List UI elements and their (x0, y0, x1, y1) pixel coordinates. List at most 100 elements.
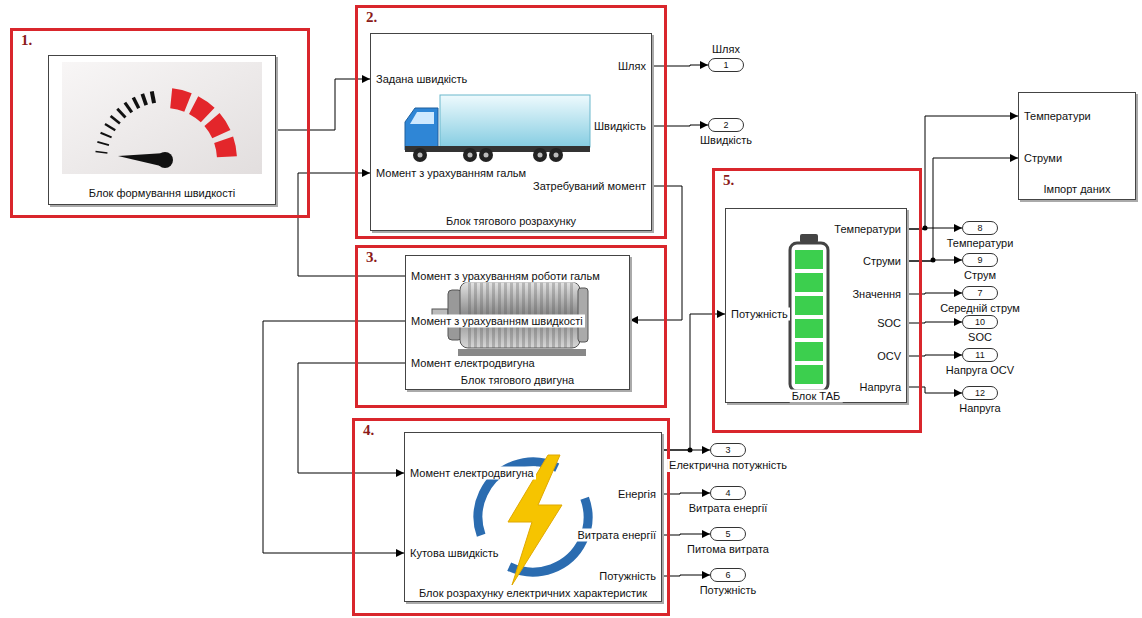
outport-oval: 5Питома витрата (710, 527, 746, 541)
port-label: Питома витрата (685, 543, 771, 556)
port-label: Напруга (957, 402, 1002, 415)
port-label: Швидкість (698, 134, 754, 147)
outport-oval: 1Шлях (708, 58, 744, 72)
port-number: 8 (977, 222, 982, 234)
port-number: 6 (725, 569, 730, 581)
callout-number: 4. (361, 422, 376, 439)
simulink-block: ТемпературиСтрумиІмпорт даних (1018, 92, 1136, 200)
port-number: 3 (725, 444, 730, 456)
callout-number: 3. (364, 249, 379, 266)
scale-tick (117, 109, 125, 118)
battery-cells (795, 250, 823, 384)
port-label: SOC (875, 317, 903, 330)
outport-oval: 12Напруга (962, 386, 998, 400)
outport-oval: 11Напруга OCV (962, 348, 998, 362)
port-label: Температури (1022, 110, 1093, 123)
port-label: Момент з урахуванням гальм (374, 167, 528, 180)
port-label: Швидкість (592, 120, 648, 133)
port-number: 1 (723, 59, 728, 71)
simulink-block: Блок формування швидкості (48, 55, 276, 205)
outport-oval: 8Температури (962, 221, 998, 235)
truck-window (410, 112, 434, 124)
port-label: Кутова швидкість (408, 547, 501, 560)
truck-chassis (405, 146, 590, 152)
scale-tick (96, 152, 108, 153)
port-label: Струми (861, 255, 903, 268)
highlight-frame: 3. Момент з урахуванням роботи гальмМомен… (355, 245, 667, 408)
port-label: Затребуваний момент (531, 180, 648, 193)
truck-trailer (440, 95, 590, 147)
simulink-block: Момент з урахуванням роботи гальмМомент … (405, 255, 630, 390)
port-label: Температури (945, 237, 1016, 250)
signal-line (263, 321, 405, 553)
speedometer-scale (96, 88, 237, 157)
scale-tick (125, 103, 132, 113)
port-number: 4 (725, 487, 730, 499)
port-label: Струм (962, 269, 998, 282)
scale-segment (204, 113, 230, 138)
scale-tick (97, 142, 109, 145)
port-label: Електрична потужність (667, 459, 789, 472)
port-label: Струми (1022, 152, 1064, 165)
signal-line (907, 116, 1018, 229)
signal-line (652, 65, 708, 66)
port-label: Момент електродвигуна (408, 467, 536, 480)
port-label: Потужність (597, 570, 658, 583)
signal-line (662, 314, 725, 450)
port-label: SOC (966, 331, 994, 344)
port-number: 5 (725, 528, 730, 540)
motor-base (458, 349, 586, 356)
port-number: 9 (977, 254, 982, 266)
outport-oval: 6Потужність (710, 568, 746, 582)
truck-cab (405, 108, 438, 150)
port-label: Момент електродвигуна (409, 357, 537, 370)
signal-line (652, 125, 708, 126)
port-number: 10 (975, 316, 985, 328)
scale-tick (101, 133, 112, 138)
block-caption: Блок ТАБ (790, 390, 843, 403)
speedometer-hub (157, 152, 173, 168)
block-caption: Блок тягового розрахунку (444, 215, 578, 228)
highlight-frame: 4. Момент електродвигунаКутова швидкість Е… (352, 418, 670, 616)
signal-line (907, 322, 962, 323)
port-label: Напруга (858, 381, 903, 394)
signal-line (907, 158, 1018, 261)
scale-tick (111, 116, 120, 124)
simulink-block: Момент електродвигунаКутова швидкість Ене… (404, 432, 662, 602)
scale-segment (170, 88, 192, 111)
outport-oval: 7Середній струм (962, 286, 998, 300)
truck-wheels (413, 148, 563, 162)
scale-tick (152, 91, 154, 103)
outport-oval: 4Витрата енергії (710, 486, 746, 500)
callout-number: 1. (19, 32, 34, 49)
port-label: Задана швидкість (374, 73, 469, 86)
signal-line (907, 355, 962, 356)
port-label: Витрата енергії (575, 529, 658, 542)
block-caption: Блок тягового двигуна (459, 374, 576, 387)
port-label: Напруга OCV (944, 364, 1016, 377)
port-label: Шлях (710, 43, 742, 56)
port-label: Значення (850, 288, 903, 301)
scale-segment (214, 137, 237, 158)
port-label: Середній струм (938, 302, 1022, 315)
port-label: Потужність (698, 584, 759, 597)
outport-oval: 2Швидкість (708, 118, 744, 132)
outport-oval: 3Електрична потужність (710, 443, 746, 457)
scale-tick (142, 94, 146, 105)
signal-line (907, 387, 962, 393)
outport-oval: 10SOC (962, 315, 998, 329)
port-label: OCV (875, 350, 903, 363)
callout-number: 2. (364, 9, 379, 26)
block-caption: Імпорт даних (1042, 183, 1113, 196)
port-label: Шлях (616, 60, 648, 73)
port-number: 7 (977, 287, 982, 299)
scale-tick (133, 98, 138, 109)
port-number: 12 (975, 387, 985, 399)
callout-number: 5. (721, 172, 736, 189)
port-label: Момент з урахуванням швидкості (409, 315, 585, 328)
port-label: Температури (832, 223, 903, 236)
port-number: 11 (975, 349, 984, 361)
outport-oval: 9Струм (962, 253, 998, 267)
port-label: Потужність (729, 308, 790, 321)
port-label: Енергія (616, 488, 658, 501)
